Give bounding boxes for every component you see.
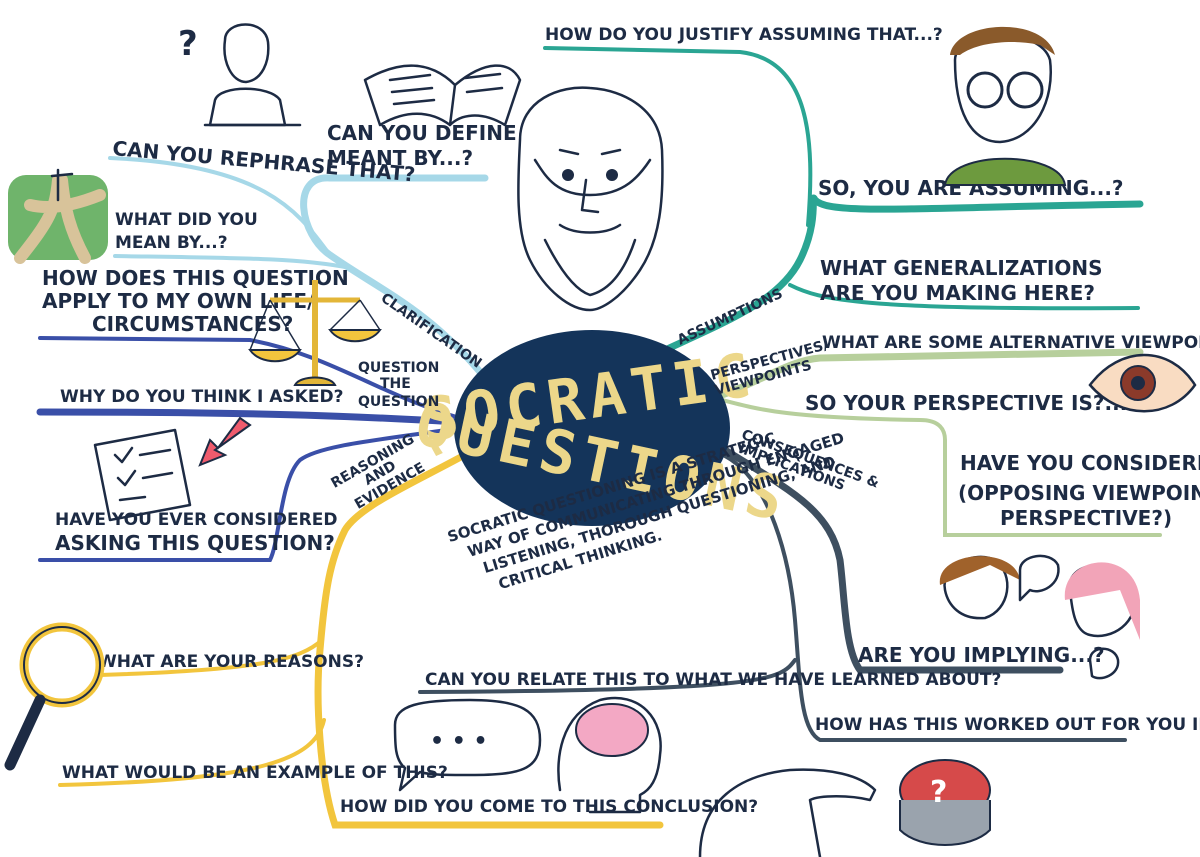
assumptions-branch <box>661 194 1144 354</box>
q-considered-2: (OPPOSING VIEWPOINT/ <box>958 481 1200 505</box>
assumptions-generalizations-line <box>788 283 1140 311</box>
q-justify: HOW DO YOU JUSTIFY ASSUMING THAT...? <box>545 25 943 45</box>
q-define-2: MEANT BY...? <box>327 146 473 170</box>
q-mean-1: WHAT DID YOU <box>115 210 258 230</box>
q-generalizations-2: ARE YOU MAKING HERE? <box>820 281 1095 305</box>
q-why-asked: WHY DO YOU THINK I ASKED? <box>60 387 343 407</box>
question-mark-icon: ? <box>178 24 198 64</box>
clarification-mean-line <box>113 254 352 270</box>
question-branch <box>36 408 464 426</box>
consequences-branch <box>721 446 1064 674</box>
clarification-rephrase-line <box>108 156 332 257</box>
man-with-glasses-illustration <box>943 26 1067 186</box>
question-ever-line <box>38 426 462 562</box>
assumptions-justify-line <box>543 46 813 227</box>
thinking-woman-illustration: ? <box>178 23 302 127</box>
speech-dots: • • • <box>430 729 488 754</box>
consequences-relate-line <box>418 658 797 694</box>
q-your-perspective: SO YOUR PERSPECTIVE IS?... <box>805 391 1127 415</box>
q-alternative: WHAT ARE SOME ALTERNATIVE VIEWPOINTS? <box>822 333 1200 353</box>
q-relate: CAN YOU RELATE THIS TO WHAT WE HAVE LEAR… <box>425 670 1001 690</box>
q-ever-considered-2: ASKING THIS QUESTION? <box>55 531 335 555</box>
consequences-worked-line <box>723 454 1127 742</box>
q-considered-1: HAVE YOU CONSIDERED <box>960 451 1200 475</box>
category-question-1: QUESTION <box>358 360 439 376</box>
category-question-2: THE <box>380 376 411 392</box>
center-node <box>454 330 730 526</box>
reasoning-reasons-line <box>98 638 324 677</box>
perspectives-your-line <box>720 398 1162 537</box>
crossroads-illustration <box>8 168 108 264</box>
magnifier-icon <box>4 622 105 771</box>
category-question-3: QUESTION <box>358 394 439 410</box>
question-button-icon: ? <box>930 775 947 810</box>
q-worked-out: HOW HAS THIS WORKED OUT FOR YOU IN PAST? <box>815 715 1200 735</box>
q-example: WHAT WOULD BE AN EXAMPLE OF THIS? <box>62 763 448 783</box>
question-button-illustration: ? <box>698 759 991 857</box>
q-conclusion: HOW DID YOU COME TO THIS CONCLUSION? <box>340 797 758 817</box>
q-mean-2: MEAN BY...? <box>115 233 228 253</box>
book-icon <box>363 64 522 127</box>
reasoning-example-line <box>58 718 326 787</box>
checklist-icon <box>93 416 252 522</box>
q-considered-3: PERSPECTIVE?) <box>1000 506 1172 530</box>
brain-head-illustration <box>557 696 662 814</box>
q-implying: ARE YOU IMPLYING...? <box>858 643 1105 667</box>
reasoning-branch <box>314 448 664 829</box>
scales-icon <box>248 280 382 386</box>
perspectives-branch <box>718 348 1144 399</box>
q-generalizations-1: WHAT GENERALIZATIONS <box>820 256 1103 280</box>
eye-icon <box>1088 353 1197 413</box>
q-apply-1: HOW DOES THIS QUESTION <box>42 266 349 290</box>
speech-bubble-icon: • • • <box>393 698 542 792</box>
category-assumptions: ASSUMPTIONS <box>675 286 785 349</box>
conversation-illustration <box>939 554 1140 680</box>
q-ever-considered-1: HAVE YOU EVER CONSIDERED <box>55 510 337 530</box>
question-apply-line <box>38 336 462 420</box>
q-reasons: WHAT ARE YOUR REASONS? <box>98 652 364 672</box>
socrates-illustration <box>517 86 664 312</box>
q-define-1: CAN YOU DEFINE <box>327 121 517 145</box>
